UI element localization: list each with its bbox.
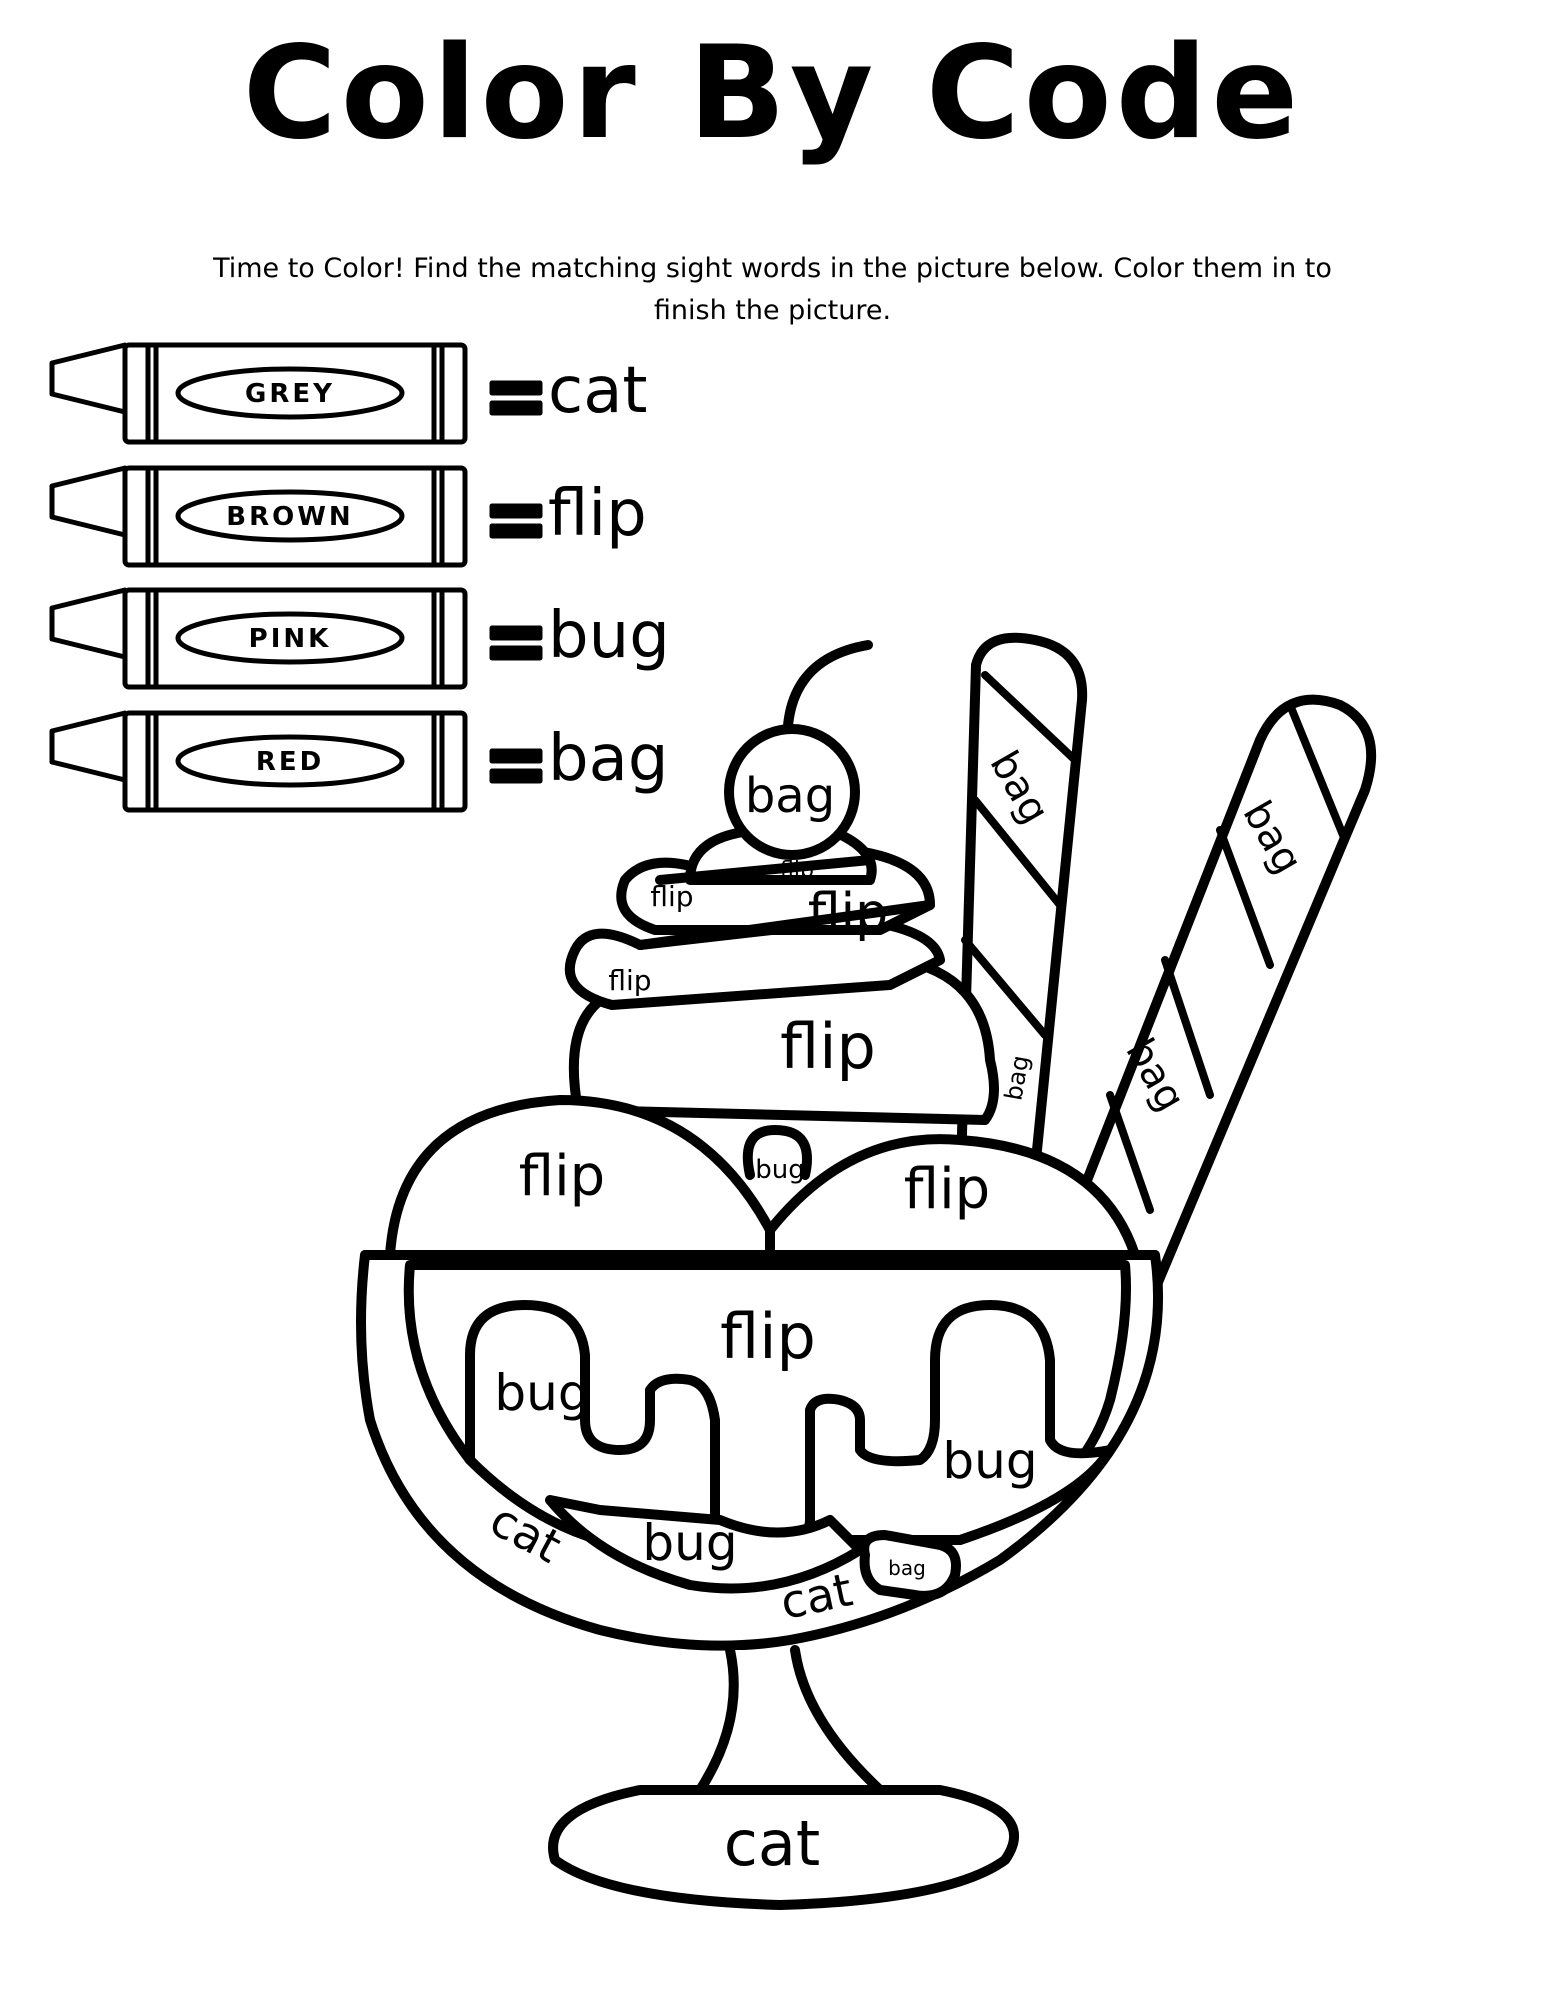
key-word-bag: bag (548, 722, 668, 796)
scoop-left-icon (385, 1095, 775, 1260)
word-scoop-bottom: bug (642, 1514, 737, 1572)
word-cream: flip (720, 1300, 816, 1373)
crayon-label-grey: GREY (245, 379, 335, 409)
drip-sauce-icon (465, 1300, 1115, 1550)
key-word-bug: bug (548, 599, 670, 673)
page-title: Color By Code (242, 19, 1303, 168)
bowl-base-icon (548, 1785, 1020, 1910)
instructions: Time to Color! Find the matching sight w… (213, 253, 1332, 326)
word-drip-left: bug (494, 1364, 589, 1422)
crayon-label-brown: BROWN (226, 502, 353, 532)
word-small-candy: bag (888, 1556, 926, 1580)
crayon-brown-icon (49, 465, 543, 568)
crayon-label-pink: PINK (249, 624, 332, 654)
word-swirl-base: flip (780, 1010, 876, 1083)
word-base: cat (724, 1807, 820, 1880)
key-word-flip: flip (548, 477, 647, 551)
crayon-pink-icon (49, 587, 543, 690)
word-swirl-mid-left: flip (608, 964, 651, 997)
crayon-key-4: RED bag (49, 710, 668, 813)
word-swirl-heart: bug (755, 1155, 805, 1185)
crayon-key-2: BROWN flip (49, 465, 647, 568)
scoop-bottom-icon (545, 1495, 865, 1594)
word-scoop-right: flip (904, 1157, 990, 1222)
scoop-right-icon (765, 1134, 1140, 1260)
sundae-illustration (356, 632, 1377, 1910)
cherry-icon (724, 724, 860, 860)
crayon-label-red: RED (256, 747, 324, 777)
bowl-stem-icon (695, 1645, 885, 1795)
small-candy-icon (859, 1530, 961, 1601)
crayon-red-icon (49, 710, 543, 813)
wafer-stick-right-icon (1013, 694, 1377, 1330)
word-drip-right: bug (942, 1432, 1037, 1490)
swirl-mid-icon (564, 915, 945, 1010)
heart-dip-icon (742, 1125, 812, 1180)
word-swirl-top-left: flip (650, 880, 693, 913)
word-cherry: bag (745, 768, 835, 824)
crayon-key-1: GREY cat (49, 342, 648, 445)
crayon-key-3: PINK bug (49, 587, 670, 690)
word-swirl-tiny: flip (780, 858, 814, 883)
key-word-cat: cat (548, 354, 648, 428)
word-scoop-left: flip (519, 1144, 605, 1209)
word-swirl-top-right: flip (808, 883, 888, 943)
sundae-words: bag flip flip flip flip flip bug bag bag… (482, 743, 1312, 1880)
crayon-grey-icon (49, 342, 543, 445)
